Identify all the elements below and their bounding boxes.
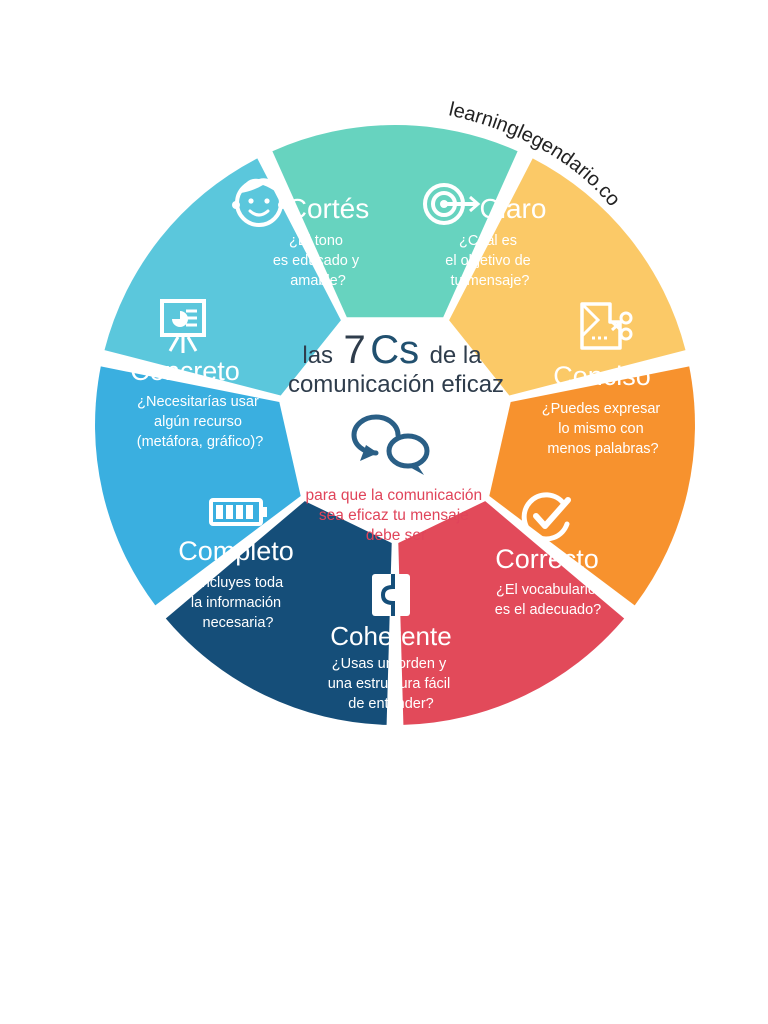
segment-desc-cortes: ¿El tono es educado y amable? <box>273 233 363 289</box>
segment-correcto <box>398 501 625 725</box>
center-title-line1: las 7 Cs de la <box>302 328 482 372</box>
segment-coherente <box>165 501 392 725</box>
center-subtitle: para que la comunicación sea eficaz tu m… <box>306 487 487 544</box>
segment-conciso <box>489 366 695 606</box>
segment-title-cortes: Cortés <box>287 193 369 224</box>
segment-title-completo: Completo <box>178 536 294 566</box>
scissors-cut-icon <box>580 302 633 350</box>
segment-completo <box>95 366 301 606</box>
center-title-line2: comunicación eficaz <box>288 371 504 398</box>
target-arrow-icon <box>423 183 481 225</box>
segment-title-concreto: Concreto <box>130 356 240 386</box>
segment-cortes <box>272 125 518 318</box>
segment-desc-concreto: ¿Necesitarías usar algún recurso (metáfo… <box>137 394 264 450</box>
puzzle-piece-icon <box>372 574 410 616</box>
presentation-board-icon <box>160 299 206 353</box>
battery-full-icon <box>209 498 267 526</box>
segment-desc-claro: ¿Cuál es el objetivo de tu mensaje? <box>445 233 534 289</box>
segment-desc-coherente: ¿Usas un orden y una estructura fácil de… <box>328 656 455 712</box>
check-circle-icon <box>521 492 571 542</box>
wheel-segments <box>95 125 695 725</box>
segment-title-correcto: Correcto <box>495 544 599 574</box>
segment-claro <box>449 158 686 396</box>
segment-title-claro: Claro <box>480 193 547 224</box>
segment-desc-correcto: ¿El vocabulario es el adecuado? <box>495 582 601 618</box>
smiley-face-icon <box>232 178 286 227</box>
segment-desc-completo: ¿Incluyes toda la información necesaria? <box>189 575 287 631</box>
speech-bubbles-icon <box>351 414 430 475</box>
segment-title-conciso: Conciso <box>553 361 651 391</box>
segment-title-coherente: Coherente <box>330 621 451 651</box>
segment-desc-conciso: ¿Puedes expresar lo mismo con menos pala… <box>542 401 665 457</box>
